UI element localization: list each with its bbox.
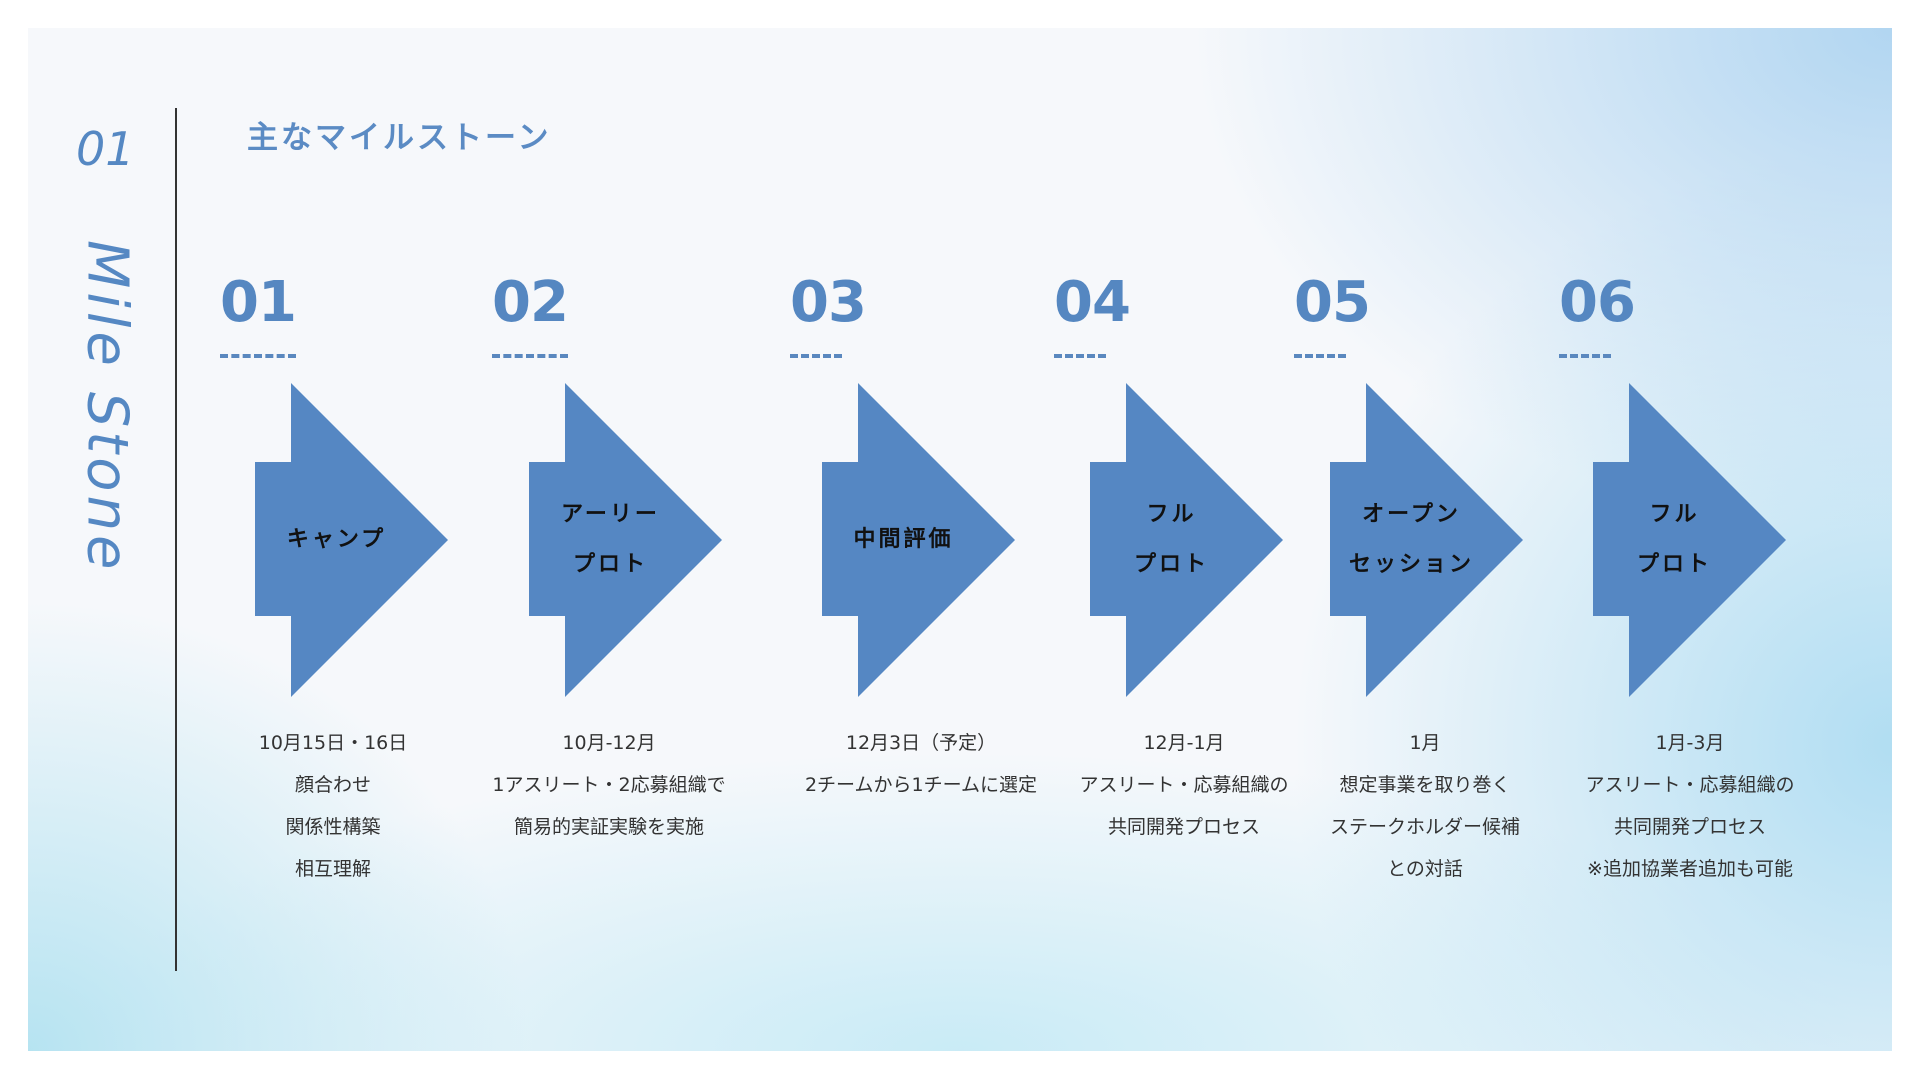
side-title: Mile Stone bbox=[74, 240, 140, 574]
milestone-label-line: プロト bbox=[1133, 552, 1209, 577]
arrow-shape bbox=[1090, 383, 1283, 697]
description-line: 1月 bbox=[1409, 732, 1441, 754]
milestone-description: 1月-3月アスリート・応募組織の共同開発プロセス ※追加協業者追加も可能 bbox=[1550, 722, 1830, 890]
divider-line bbox=[175, 108, 177, 971]
milestone-description: 10月15日・16日顔合わせ関係性構築相互理解 bbox=[193, 722, 473, 890]
description-line: ステークホルダー候補 bbox=[1329, 816, 1520, 838]
milestone-arrow: アーリープロト bbox=[529, 383, 722, 697]
dash-line bbox=[492, 354, 568, 362]
dash-line bbox=[790, 354, 842, 362]
milestone-label: フルプロト bbox=[1090, 383, 1253, 697]
dash-line bbox=[1294, 354, 1346, 362]
milestone-description: 10月-12月 1アスリート・2応募組織で簡易的実証実験を実施 bbox=[469, 722, 749, 848]
section-number: 01 bbox=[76, 122, 135, 176]
milestone-description: 12月3日（予定） 2チームから1チームに選定 bbox=[781, 722, 1061, 806]
milestone-label-line: オープン bbox=[1362, 502, 1461, 527]
milestone-description: 1月想定事業を取り巻くステークホルダー候補との対話 bbox=[1285, 722, 1565, 890]
milestone-arrow: 中間評価 bbox=[822, 383, 1015, 697]
milestone-label-line: アーリー bbox=[561, 502, 660, 527]
arrow-shape bbox=[255, 383, 448, 697]
dash-line bbox=[220, 354, 296, 362]
milestone-arrow: フルプロト bbox=[1090, 383, 1283, 697]
description-line: 10月15日・16日 bbox=[258, 732, 408, 754]
milestone-description: 12月-1月アスリート・応募組織の共同開発プロセス bbox=[1044, 722, 1324, 848]
description-line: 想定事業を取り巻く bbox=[1339, 774, 1511, 796]
arrow-shape bbox=[1593, 383, 1786, 697]
milestone-number: 03 bbox=[790, 270, 867, 335]
description-line: 共同開発プロセス bbox=[1613, 816, 1766, 838]
milestone-label-line: プロト bbox=[572, 552, 648, 577]
description-line: 共同開発プロセス bbox=[1107, 816, 1260, 838]
description-line: 関係性構築 bbox=[285, 816, 381, 838]
milestone-label: フルプロト bbox=[1593, 383, 1756, 697]
milestone-number: 01 bbox=[220, 270, 297, 335]
milestone-label-line: フル bbox=[1146, 502, 1197, 527]
description-line: 1アスリート・2応募組織で bbox=[492, 774, 726, 796]
arrow-shape bbox=[822, 383, 1015, 697]
description-line: 1月-3月 bbox=[1655, 732, 1725, 754]
page-title: 主なマイルストーン bbox=[247, 120, 552, 156]
description-line: 10月-12月 bbox=[562, 732, 656, 754]
milestone-label-line: フル bbox=[1649, 502, 1700, 527]
milestone-number: 02 bbox=[492, 270, 569, 335]
milestone-arrow: キャンプ bbox=[255, 383, 448, 697]
description-line: アスリート・応募組織の bbox=[1079, 774, 1289, 796]
milestone-number: 05 bbox=[1294, 270, 1371, 335]
milestone-label-line: 中間評価 bbox=[853, 527, 954, 552]
milestone-number: 06 bbox=[1559, 270, 1636, 335]
arrow-shape bbox=[529, 383, 722, 697]
dash-line bbox=[1559, 354, 1611, 362]
milestone-label: オープンセッション bbox=[1330, 383, 1493, 697]
description-line: 簡易的実証実験を実施 bbox=[513, 816, 704, 838]
description-line: 顔合わせ bbox=[294, 774, 371, 796]
description-line: との対話 bbox=[1387, 858, 1463, 880]
milestone-label: キャンプ bbox=[255, 383, 418, 697]
milestone-label: アーリープロト bbox=[529, 383, 692, 697]
milestone-arrow: フルプロト bbox=[1593, 383, 1786, 697]
description-line: 相互理解 bbox=[294, 858, 371, 880]
arrow-shape bbox=[1330, 383, 1523, 697]
milestone-arrow: オープンセッション bbox=[1330, 383, 1523, 697]
milestone-number: 04 bbox=[1054, 270, 1131, 335]
milestone-label-line: セッション bbox=[1348, 552, 1474, 577]
milestone-label-line: キャンプ bbox=[286, 527, 387, 552]
description-line: 12月-1月 bbox=[1143, 732, 1225, 754]
description-line: 12月3日（予定） bbox=[845, 732, 997, 754]
milestone-label: 中間評価 bbox=[822, 383, 985, 697]
dash-line bbox=[1054, 354, 1106, 362]
milestone-label-line: プロト bbox=[1636, 552, 1712, 577]
description-line: アスリート・応募組織の bbox=[1585, 774, 1795, 796]
description-line: ※追加協業者追加も可能 bbox=[1587, 858, 1793, 880]
description-line: 2チームから1チームに選定 bbox=[804, 774, 1038, 796]
